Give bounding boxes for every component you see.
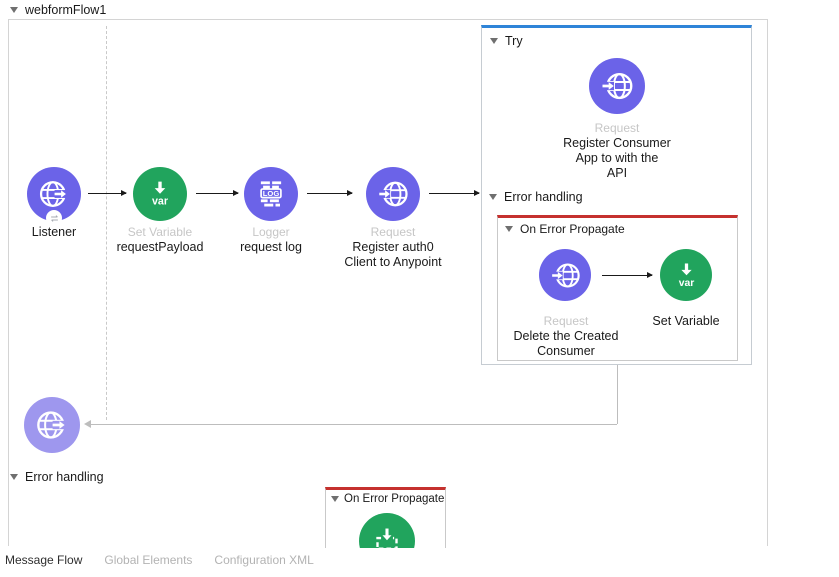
collapse-triangle-icon[interactable]: [10, 474, 18, 480]
oep-title: On Error Propagate: [344, 493, 445, 505]
component-type: Logger: [252, 225, 290, 239]
try-title: Try: [505, 34, 523, 48]
return-connector-vertical: [617, 365, 618, 424]
component-type: Set Variable: [127, 225, 193, 239]
sync-arrows-icon: [50, 214, 58, 222]
logger-label-col: Logger request log: [211, 225, 331, 255]
globe-arrow-out-icon: [39, 181, 67, 207]
connector-arrow: [307, 189, 353, 196]
tab-message-flow[interactable]: Message Flow: [5, 553, 83, 567]
component-name: request log: [240, 240, 302, 254]
flow-title-row: webformFlow1: [10, 3, 106, 17]
tab-configuration-xml[interactable]: Configuration XML: [214, 553, 314, 567]
request-delete-consumer-label-col: Request Delete the Created Consumer: [498, 314, 634, 359]
flow-container-webformFlow1[interactable]: [8, 19, 768, 546]
collapse-triangle-icon[interactable]: [489, 194, 497, 200]
collapse-triangle-icon[interactable]: [505, 226, 513, 232]
component-name-line: API: [606, 166, 628, 180]
svg-text:LOG: LOG: [263, 189, 280, 198]
globe-arrow-out-icon: [37, 411, 66, 439]
listener-response-component[interactable]: [24, 397, 80, 453]
set-variable-label-col: Set Variable requestPayload: [100, 225, 220, 255]
error-handling-label: Error handling: [504, 190, 583, 204]
request-register-consumer-label-col: Request Register Consumer App to with th…: [517, 121, 717, 181]
set-variable-component[interactable]: var: [133, 167, 187, 221]
request-auth0-label-col: Request Register auth0 Client to Anypoin…: [323, 225, 463, 270]
collapse-triangle-icon[interactable]: [331, 496, 339, 502]
var-icon: var: [678, 262, 694, 288]
log-icon: LOG: [260, 181, 282, 207]
collapse-triangle-icon[interactable]: [10, 7, 18, 13]
component-name: Set Variable: [652, 314, 720, 328]
request-delete-consumer-component[interactable]: [539, 249, 591, 301]
return-connector-arrowhead: [84, 420, 91, 428]
component-name: requestPayload: [116, 240, 204, 254]
request-auth0-component[interactable]: [366, 167, 420, 221]
var-icon: var: [152, 181, 168, 208]
globe-arrow-in-icon: [378, 181, 408, 207]
flow-title: webformFlow1: [25, 3, 107, 17]
component-type: Request: [594, 121, 640, 135]
component-type: Request: [370, 225, 416, 239]
tab-global-elements[interactable]: Global Elements: [104, 553, 193, 567]
return-connector-horizontal: [90, 424, 617, 425]
listener-label-col: Listener: [14, 225, 94, 240]
error-handler-component[interactable]: [359, 513, 415, 548]
listener-component[interactable]: [27, 167, 81, 226]
collapse-triangle-icon[interactable]: [490, 38, 498, 44]
on-error-propagate-scope[interactable]: On Error Propagate var: [497, 215, 738, 361]
component-name-line: App to with the: [575, 151, 659, 165]
component-name-line: Register auth0: [352, 240, 434, 254]
try-title-row: Try: [490, 34, 523, 48]
connector-arrow: [602, 271, 653, 278]
oep-title-row: On Error Propagate: [505, 222, 625, 236]
try-error-handling-row: Error handling: [489, 190, 583, 204]
source-process-divider: [106, 26, 107, 420]
globe-arrow-in-icon: [602, 72, 633, 100]
oep-title: On Error Propagate: [520, 222, 625, 236]
component-name-line: Consumer: [537, 344, 595, 358]
globe-arrow-in-icon: [551, 262, 580, 288]
flow-error-handling-row: Error handling: [10, 470, 104, 484]
connector-arrow: [88, 189, 127, 196]
connector-arrow: [196, 189, 239, 196]
request-register-consumer-component[interactable]: [589, 58, 645, 114]
set-variable-error-label-col: Set Variable: [624, 314, 748, 329]
component-type: Request: [543, 314, 589, 328]
arrow-into-bracket-icon: [376, 528, 398, 548]
logger-component[interactable]: LOG: [244, 167, 298, 221]
sync-badge: [46, 210, 62, 226]
component-name: Listener: [31, 225, 77, 239]
component-name-line: Client to Anypoint: [344, 255, 442, 269]
error-handling-label: Error handling: [25, 470, 104, 484]
try-scope[interactable]: Try Request Register Consumer App to wit…: [481, 25, 752, 365]
set-variable-error-component[interactable]: var: [660, 249, 712, 301]
editor-tab-bar: Message Flow Global Elements Configurati…: [0, 548, 839, 577]
svg-text:var: var: [678, 277, 694, 288]
component-name-line: Delete the Created: [513, 329, 619, 343]
oep-title-row: On Error Propagate: [331, 493, 444, 505]
component-name-line: Register Consumer: [563, 136, 671, 150]
svg-text:var: var: [152, 196, 168, 208]
connector-arrow: [429, 189, 480, 196]
message-flow-canvas[interactable]: webformFlow1 Listener var Set Variabl: [0, 0, 839, 548]
flow-on-error-propagate-scope[interactable]: On Error Propagate: [325, 487, 446, 548]
